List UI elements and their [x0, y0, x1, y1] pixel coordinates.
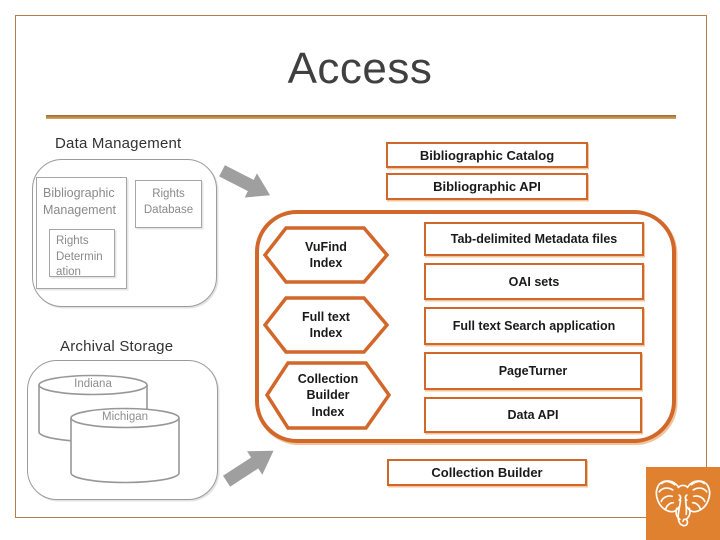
service-box-label: Data API: [507, 408, 559, 422]
service-box-oai-sets: OAI sets: [424, 263, 644, 300]
hexagon-fulltext-index: Full text Index: [262, 296, 390, 354]
rights-database-box: Rights Database: [135, 180, 202, 228]
fulltext-index-line2: Index: [309, 326, 343, 340]
archival-storage-label: Archival Storage: [60, 338, 174, 355]
collection-builder-index-line3: Index: [311, 404, 345, 419]
arrow-right-down-icon: [219, 165, 271, 198]
cylinder-michigan: Michigan: [69, 407, 181, 485]
vufind-index-line1: VuFind: [305, 239, 347, 254]
rights-determination-box: Rights Determin ation: [49, 229, 115, 278]
cylinder-michigan-label: Michigan: [101, 411, 149, 423]
rights-determination-line3: ation: [56, 266, 81, 279]
hexagon-shape: [264, 361, 392, 430]
elephant-icon: [655, 479, 711, 527]
collection-builder-index-line2: Builder: [306, 388, 350, 403]
service-box-label: Tab-delimited Metadata files: [450, 232, 618, 246]
service-box-label: PageTurner: [498, 364, 568, 378]
slide-title: Access: [287, 44, 433, 93]
title-underline: [46, 115, 676, 119]
service-box-full-text-search-application: Full text Search application: [424, 307, 644, 345]
slide-frame-border: [15, 15, 707, 518]
collection-builder-index-line1: Collection: [297, 372, 359, 387]
data-management-label: Data Management: [55, 135, 182, 152]
bibliographic-api-label: Bibliographic API: [433, 179, 541, 194]
bibliographic-management-label: Bibliographic Management: [43, 186, 116, 217]
service-box-data-api: Data API: [424, 397, 642, 433]
service-box-tab-delimited-metadata-files: Tab-delimited Metadata files: [424, 222, 644, 256]
hexagon-collection-builder-index: Collection Builder Index: [264, 361, 392, 430]
hexagon-shape: [262, 296, 390, 354]
hexagon-shape: [262, 226, 390, 284]
hathitrust-logo: [646, 467, 720, 540]
bibliographic-catalog-label: Bibliographic Catalog: [419, 147, 555, 163]
cylinder-indiana-label: Indiana: [74, 378, 112, 390]
hexagon-vufind-index: VuFind Index: [262, 226, 390, 284]
bibliographic-api-box: Bibliographic API: [386, 173, 588, 200]
rights-determination-line2: Determin: [56, 250, 103, 263]
service-box-label: Full text Search application: [452, 319, 616, 333]
collection-builder-label: Collection Builder: [431, 465, 543, 480]
database-cylinder-icon: [70, 407, 180, 484]
rights-database-label: Rights Database: [143, 188, 194, 216]
arrow-right-up-icon: [222, 450, 274, 487]
service-box-label: OAI sets: [508, 274, 560, 289]
bibliographic-catalog-box: Bibliographic Catalog: [386, 142, 588, 168]
vufind-index-line2: Index: [309, 256, 343, 270]
rights-determination-line1: Rights: [56, 235, 89, 247]
service-box-pageturner: PageTurner: [424, 352, 642, 390]
collection-builder-box: Collection Builder: [387, 459, 587, 486]
fulltext-index-line1: Full text: [302, 309, 350, 324]
